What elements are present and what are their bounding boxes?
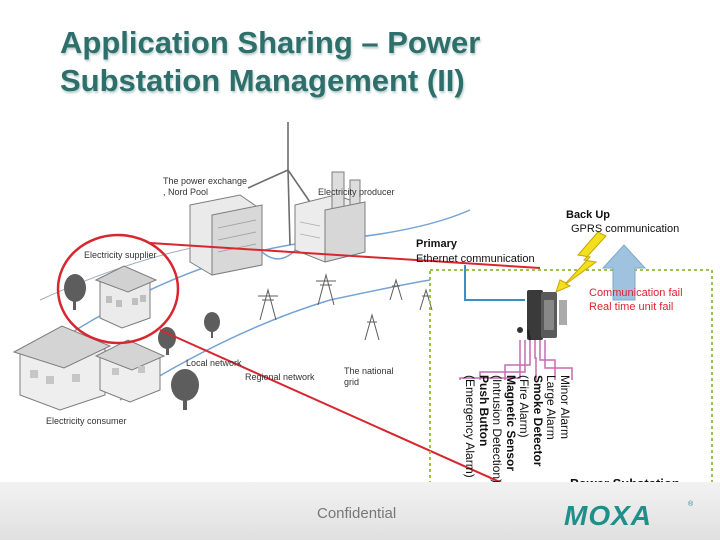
wind-turbine [247, 122, 313, 246]
fail-line-2: Real time unit fail [589, 301, 674, 313]
ethernet-line [464, 265, 525, 301]
title-line-2: Substation Management (II) [60, 63, 465, 98]
network-line [119, 279, 431, 401]
page-title: Application Sharing – Power Substation M… [60, 24, 660, 100]
label-national-grid: The national grid [344, 366, 394, 387]
title-line-1: Application Sharing – Power [60, 25, 481, 60]
sensor-minor-alarm: Minor Alarm [558, 375, 572, 440]
landscape-illustration [12, 122, 471, 411]
sensor-large-alarm: Large Alarm [544, 375, 559, 440]
primary-title: Primary [416, 238, 457, 250]
footer-band [0, 482, 720, 540]
sensor-intrusion-detection: (Intrusion Detection) [490, 375, 505, 484]
uplink-arrow-icon [601, 244, 647, 301]
label-power-exchange: The power exchange , Nord Pool [163, 176, 248, 197]
substation-box [429, 269, 713, 501]
gprs-lightning-icon [555, 231, 607, 293]
fail-line-1: Communication fail [589, 287, 683, 299]
supplier-highlight [56, 233, 541, 501]
label-electricity-supplier: Electricity supplier [84, 250, 157, 260]
sensor-fire-alarm: (Fire Alarm) [517, 375, 532, 438]
backup-subtitle: GPRS communication [571, 223, 680, 235]
label-electricity-producer: Electricity producer [318, 187, 395, 197]
highlight-line-top [149, 242, 541, 269]
supplier-building [94, 265, 158, 329]
highlight-circle [56, 233, 180, 345]
sensor-labels: Minor Alarm Large Alarm Smoke Detector (… [463, 375, 573, 484]
label-local-network: Local network [186, 358, 242, 368]
sensor-push-button: Push Button [477, 375, 491, 447]
highlight-line-bottom [159, 329, 541, 501]
confidential-label: Confidential [317, 505, 397, 522]
sensor-smoke-detector: Smoke Detector [531, 375, 545, 467]
registered-mark: ® [688, 501, 694, 508]
power-plant [294, 171, 366, 263]
rtu-device-icon [517, 290, 567, 341]
sensor-emergency-alarm: (Emergency Alarm) [463, 375, 478, 478]
label-regional-network: Regional network [245, 372, 315, 382]
backup-title: Back Up [566, 209, 611, 221]
trees [64, 274, 220, 410]
power-pylons [258, 273, 433, 341]
power-exchange-building [189, 194, 263, 276]
label-electricity-consumer: Electricity consumer [46, 416, 127, 426]
primary-subtitle: Ethernet communication [416, 253, 535, 265]
moxa-logo: MOXA [564, 500, 652, 531]
sensor-wires [459, 340, 573, 380]
consumer-houses [12, 325, 166, 411]
sensor-magnetic-sensor: Magnetic Sensor [504, 375, 518, 472]
